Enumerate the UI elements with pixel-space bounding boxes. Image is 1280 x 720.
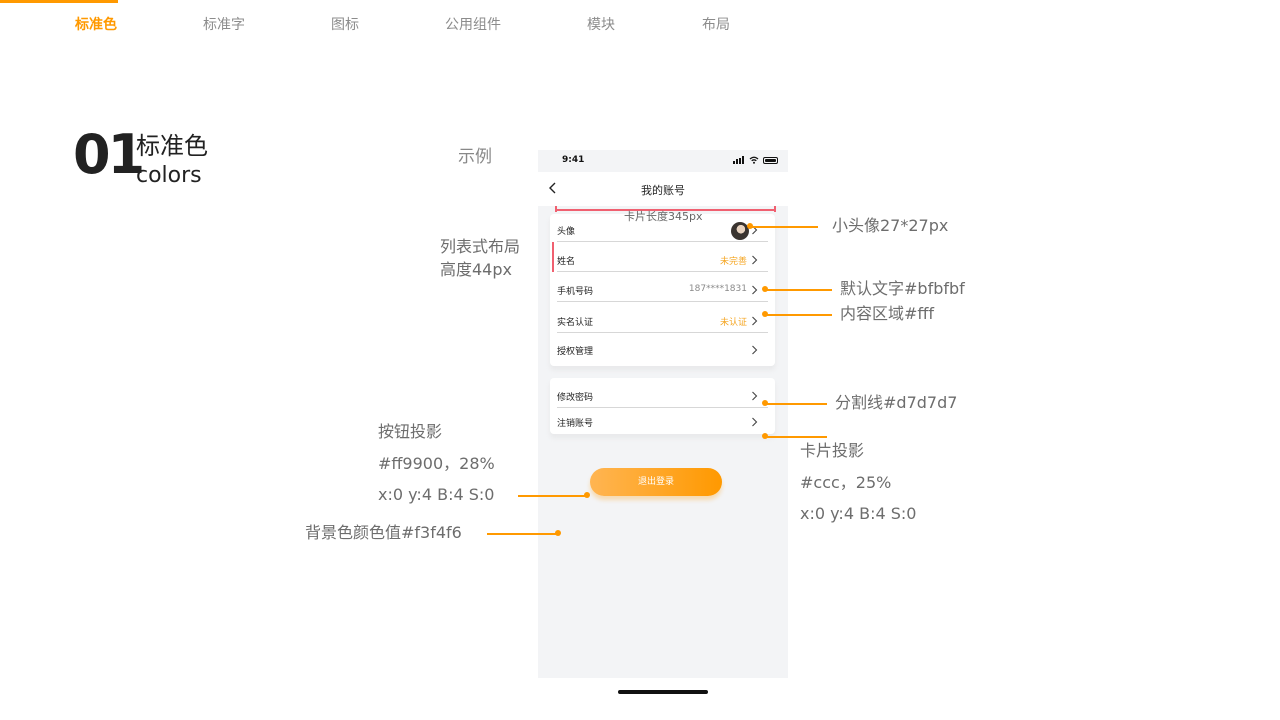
row-label: 授权管理 bbox=[557, 347, 594, 357]
chevron-right-icon bbox=[752, 285, 758, 295]
home-indicator bbox=[618, 690, 708, 694]
annotation-dot bbox=[584, 492, 590, 498]
row-value: 未完善 bbox=[719, 257, 747, 267]
measure-tick bbox=[774, 206, 776, 212]
divider-label: 分割线#d7d7d7 bbox=[835, 393, 958, 412]
row-label: 实名认证 bbox=[557, 318, 594, 328]
tab-standard-color[interactable]: 标准色 bbox=[75, 17, 117, 33]
tab-modules[interactable]: 模块 bbox=[587, 17, 615, 33]
button-shadow-color: #ff9900，28% bbox=[378, 454, 495, 473]
list-item-authorization[interactable]: 授权管理 bbox=[550, 334, 775, 362]
tab-layout[interactable]: 布局 bbox=[702, 17, 730, 33]
row-label: 姓名 bbox=[557, 257, 576, 267]
avatar-size-label: 小头像27*27px bbox=[832, 216, 949, 235]
phone-page-title: 我的账号 bbox=[641, 184, 685, 197]
row-divider bbox=[557, 332, 768, 333]
list-item-phone[interactable]: 手机号码 187****1831 bbox=[550, 274, 775, 302]
battery-icon bbox=[763, 156, 778, 164]
annotation-line bbox=[765, 403, 827, 405]
default-text-label: 默认文字#bfbfbf bbox=[840, 279, 965, 298]
button-shadow-title: 按钮投影 bbox=[378, 422, 443, 441]
card-length-measure-line bbox=[555, 209, 775, 211]
annotation-line bbox=[518, 495, 586, 497]
annotation-line bbox=[765, 436, 827, 438]
nav-active-indicator bbox=[0, 0, 118, 3]
row-label: 手机号码 bbox=[557, 287, 594, 297]
row-label: 头像 bbox=[557, 227, 576, 237]
row-divider bbox=[557, 407, 768, 408]
background-color-label: 背景色颜色值#f3f4f6 bbox=[305, 523, 462, 542]
logout-button[interactable]: 退出登录 bbox=[590, 468, 722, 496]
row-value: 未认证 bbox=[719, 318, 747, 328]
row-divider bbox=[557, 241, 768, 242]
list-item-delete-account[interactable]: 注销账号 bbox=[550, 406, 775, 434]
card-shadow-color: #ccc，25% bbox=[800, 473, 892, 492]
status-icons bbox=[733, 156, 778, 164]
card-shadow-params: x:0 y:4 B:4 S:0 bbox=[800, 504, 917, 523]
tab-standard-font[interactable]: 标准字 bbox=[203, 17, 245, 33]
row-label: 注销账号 bbox=[557, 419, 594, 429]
status-bar: 9:41 bbox=[538, 150, 788, 172]
card-shadow-title: 卡片投影 bbox=[800, 441, 865, 460]
measure-tick bbox=[555, 206, 557, 212]
avatar bbox=[731, 222, 749, 240]
account-info-card: 头像 姓名 未完善 手机号码 187****1831 实名认证 未认证 授权管理 bbox=[550, 214, 775, 366]
tab-common-components[interactable]: 公用组件 bbox=[445, 17, 501, 33]
list-height-label: 高度44px bbox=[440, 260, 512, 279]
chevron-right-icon bbox=[752, 391, 758, 401]
annotation-line bbox=[765, 314, 832, 316]
chevron-right-icon bbox=[752, 417, 758, 427]
button-shadow-params: x:0 y:4 B:4 S:0 bbox=[378, 485, 495, 504]
row-divider bbox=[557, 271, 768, 272]
content-area-label: 内容区域#fff bbox=[840, 304, 935, 323]
list-item-verification[interactable]: 实名认证 未认证 bbox=[550, 305, 775, 333]
annotation-line bbox=[765, 289, 832, 291]
list-item-change-password[interactable]: 修改密码 bbox=[550, 380, 775, 408]
security-card: 修改密码 注销账号 bbox=[550, 378, 775, 434]
top-nav: 标准色 标准字 图标 公用组件 模块 布局 bbox=[0, 0, 1280, 46]
phone-mockup: 9:41 我的账号 头像 姓名 未完善 bbox=[538, 150, 788, 678]
signal-icon bbox=[733, 156, 745, 164]
row-label: 修改密码 bbox=[557, 393, 594, 403]
section-title-en: colors bbox=[136, 163, 202, 188]
row-height-measure-line bbox=[552, 242, 554, 272]
example-label: 示例 bbox=[458, 147, 492, 167]
section-number: 01 bbox=[73, 123, 145, 186]
section-title-cn: 标准色 bbox=[136, 132, 208, 160]
status-time: 9:41 bbox=[562, 155, 585, 165]
list-item-name[interactable]: 姓名 未完善 bbox=[550, 244, 775, 272]
annotation-line bbox=[487, 533, 557, 535]
row-value: 187****1831 bbox=[688, 284, 747, 294]
annotation-dot bbox=[555, 530, 561, 536]
chevron-right-icon bbox=[752, 316, 758, 326]
chevron-right-icon bbox=[752, 255, 758, 265]
back-arrow-icon[interactable] bbox=[548, 182, 558, 194]
tab-icons[interactable]: 图标 bbox=[331, 17, 359, 33]
row-divider bbox=[557, 301, 768, 302]
list-layout-label: 列表式布局 bbox=[440, 237, 521, 256]
annotation-line bbox=[750, 226, 818, 228]
wifi-icon bbox=[749, 156, 759, 164]
chevron-right-icon bbox=[752, 345, 758, 355]
phone-nav-bar: 我的账号 bbox=[538, 172, 788, 206]
card-length-label: 卡片长度345px bbox=[624, 210, 703, 223]
